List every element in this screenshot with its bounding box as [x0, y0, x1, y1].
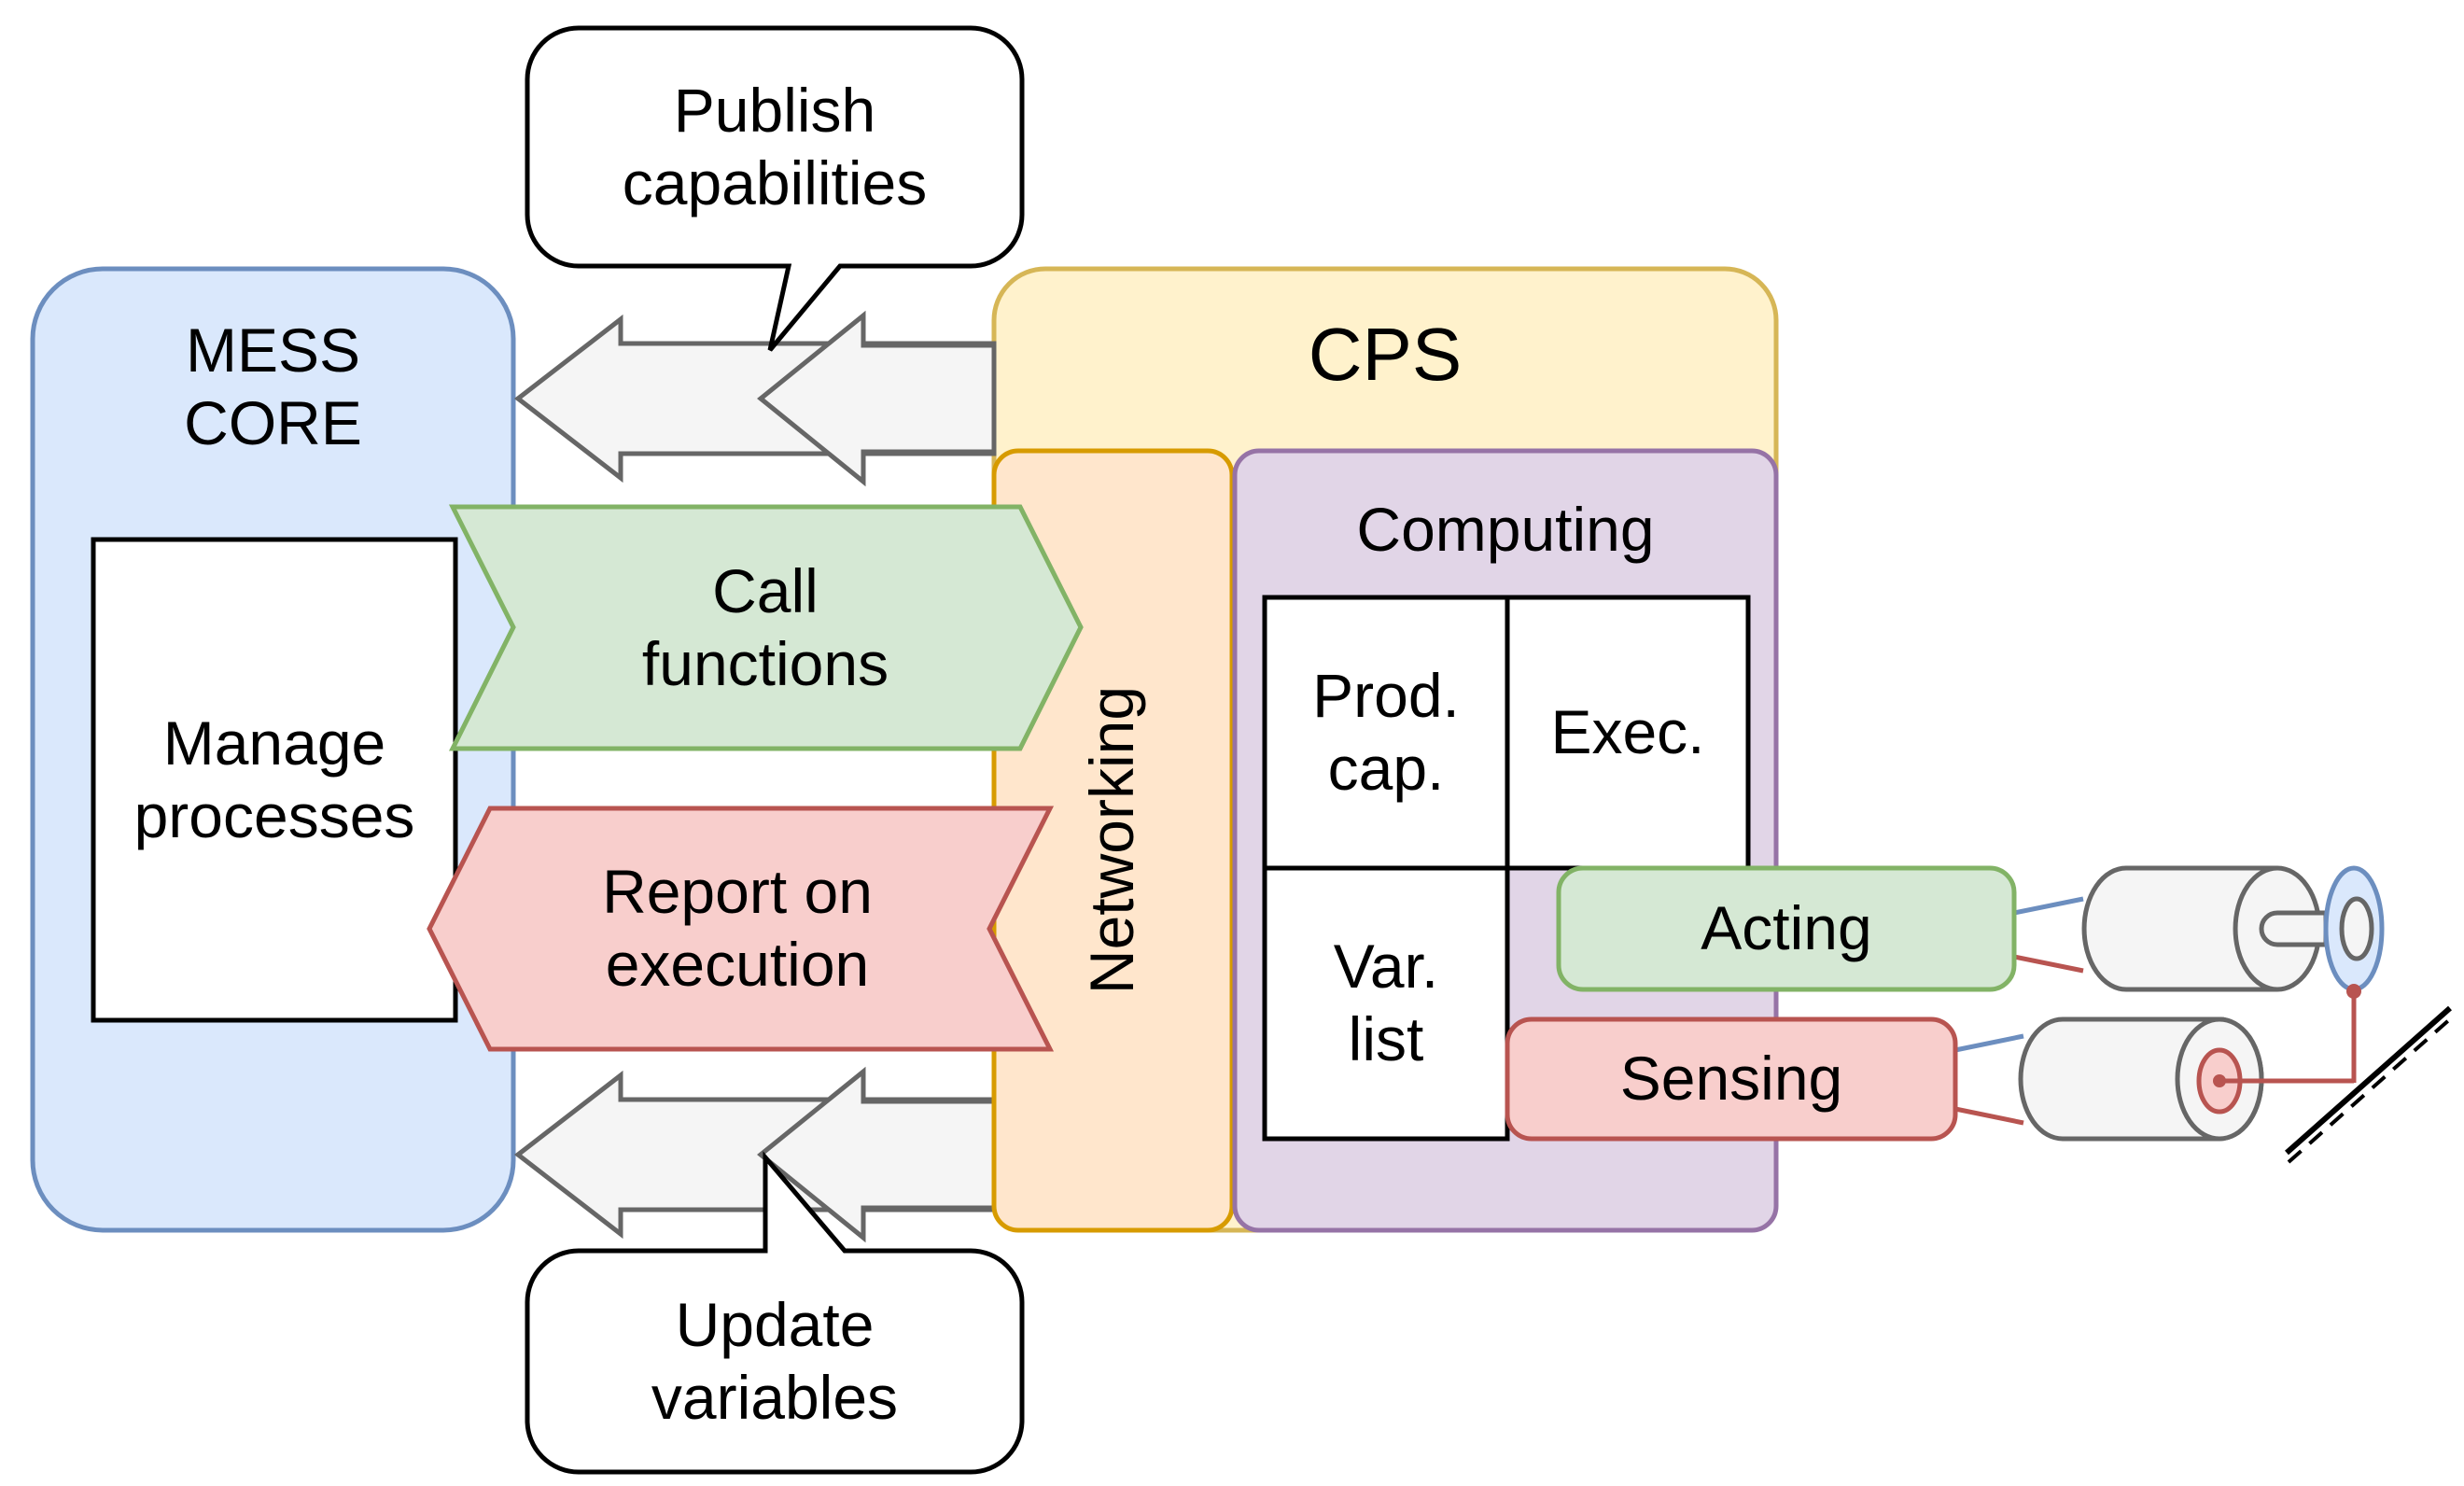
var-list-label: Var. list: [1333, 932, 1439, 1073]
exec-label: Exec.: [1550, 697, 1705, 767]
manage-processes-box: [91, 537, 458, 1023]
var-list-cell: [1262, 865, 1510, 1142]
report-execution-arrow: [427, 806, 1055, 1052]
publish-callout: [525, 25, 1025, 352]
call-functions-arrow: [448, 504, 1084, 751]
sensing-line-blue: [1954, 1033, 2024, 1053]
networking-label: Networking: [1077, 685, 1147, 995]
mess-core-title: MESS CORE: [184, 315, 362, 457]
actuator-cylinder-end: [2233, 865, 2278, 992]
report-execution-label: Report on execution: [602, 857, 873, 999]
cps-title: CPS: [1308, 312, 1463, 396]
update-arrow-front: [757, 1066, 997, 1243]
acting-box: [1556, 865, 2017, 992]
publish-callout-label: Publish capabilities: [622, 75, 928, 217]
acting-line-red: [2013, 954, 2084, 974]
sensing-box: [1505, 1016, 1958, 1142]
acting-label: Acting: [1701, 893, 1872, 963]
mirror: [2285, 1005, 2452, 1156]
sensing-label: Sensing: [1619, 1044, 1843, 1114]
actuator-rod: [2277, 910, 2329, 947]
sensing-line-red: [1954, 1106, 2024, 1126]
acting-line-blue: [2013, 896, 2084, 916]
computing-title: Computing: [1356, 494, 1655, 564]
call-functions-label: Call functions: [641, 555, 889, 698]
manage-processes-label: Manage processes: [133, 708, 415, 850]
update-callout-label: Update variables: [651, 1289, 899, 1432]
publish-arrow-front: [757, 310, 997, 487]
prod-cap-label: Prod. cap.: [1312, 661, 1460, 803]
update-callout: [525, 1151, 1025, 1475]
